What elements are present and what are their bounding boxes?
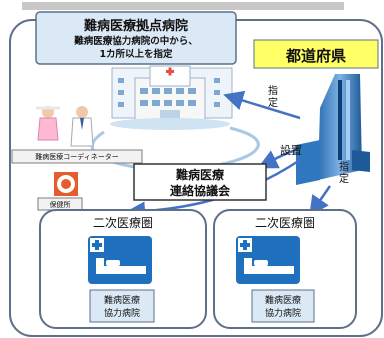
hospital-label-left-line1: 難病医療 [103, 296, 140, 306]
medical-staff-icon [36, 106, 94, 147]
designate-arrow-top [223, 90, 301, 120]
coordinator-box [11, 149, 143, 164]
coordinator-label: 難病医療コーディネーター [35, 153, 119, 161]
government-building-icon [296, 74, 370, 185]
region-title-left: 二次医療圏 [92, 216, 153, 230]
hospital-label-right-line1: 難病医療 [264, 296, 301, 306]
top-bar [22, 2, 344, 10]
hospital-bed-icon-left [88, 236, 152, 284]
hospital-label-box-right [251, 289, 315, 323]
hub-hospital-line1: 難病医療協力病院の中から、 [74, 36, 198, 47]
designate-arrow-right [309, 185, 332, 217]
hospital-label-box-left [89, 289, 155, 323]
council-label-line1: 難病医療 [175, 168, 224, 182]
hub-hospital-title: 難病医療拠点病院 [83, 19, 188, 34]
hospital-label-left-line2: 協力病院 [103, 309, 140, 319]
hub-hospital-box [35, 11, 237, 65]
region-title-right: 二次医療圏 [254, 216, 315, 230]
prefecture-label: 都道府県 [285, 47, 346, 65]
council-label-line2: 連絡協議会 [169, 184, 230, 198]
hub-hospital-line2: 1カ所以上を指定 [99, 49, 173, 60]
designate-label-right: 指定 [339, 162, 349, 185]
prefecture-box [253, 39, 379, 69]
health-center-label: 保健所 [49, 201, 71, 209]
designate-label-top: 指定 [268, 86, 278, 109]
setup-label: 設置 [280, 144, 302, 157]
council-box [133, 163, 267, 201]
hospital-label-right-line2: 協力病院 [264, 309, 301, 319]
hospital-bed-icon-right [236, 236, 300, 284]
health-center-icon [54, 172, 78, 196]
hospital-building-icon [110, 65, 233, 130]
